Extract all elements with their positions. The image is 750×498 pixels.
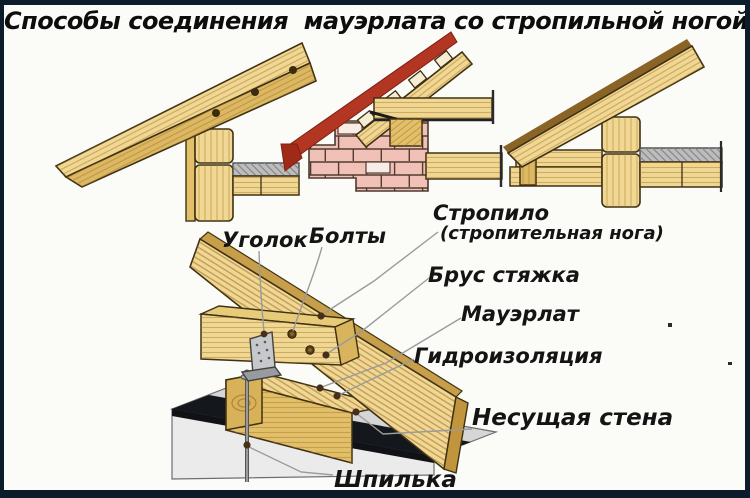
artifact-speck [728,362,732,365]
leader-ugolok [258,250,265,333]
light-brick [337,122,363,135]
rafter-board [54,41,317,188]
diagram-timber-post-joint [503,39,723,208]
floor-planks [232,175,300,196]
label-bolty: Болты [309,224,386,248]
leader-brus [327,277,430,354]
bracket-holes [255,340,271,363]
leader-wall [355,412,473,435]
label-mauerlat: Мауэрлат [461,302,581,326]
rafter-board [503,39,706,168]
leader-dots [243,312,360,449]
lower-beam [425,145,503,187]
light-brick [365,161,391,174]
label-ugolok: Уголок [222,228,308,252]
label-stropilo-sub: (стропительная нога) [440,223,664,244]
label-shpilka: Шпилька [334,467,457,490]
nail-dot [251,88,259,96]
end-grain-rings [231,394,257,412]
nail-dot [212,109,220,117]
diagram-brick-wall-joint [280,31,503,192]
rafter-end-cut [443,395,469,474]
log-wall-post [185,128,234,222]
leader-bolty [292,246,323,332]
wall-post [601,116,641,208]
nail-dot [289,66,297,74]
artifact-speck [668,323,672,327]
mauerlat-beam [225,372,389,464]
label-brus: Брус стяжка [428,263,580,287]
label-gidro: Гидроизоляция [414,344,603,368]
bolts [287,329,315,355]
scene: Уголок Болты Стропило (стропительная ног… [54,31,732,490]
top-beam [373,90,495,124]
tie-beam-bevel [334,317,360,367]
leader-mauerlat [321,317,462,388]
leader-gidro [338,358,415,396]
bracket-flange [240,366,283,382]
floor-planks [639,141,723,192]
ceiling-slab [639,147,723,163]
roof-sheeting-red [280,31,458,172]
ceiling-slab [232,162,300,177]
mauerlat-block [389,118,423,147]
diagram-log-wall-joint [54,41,317,222]
label-stropilo: Стропило [433,201,549,225]
rafter-top-edge [503,39,692,153]
diagram-title: Способы соединения мауэрлата со стропиль… [4,7,749,35]
label-wall: Несущая стена [472,405,673,431]
leader-stropilo [322,231,439,315]
leader-shpilka [246,445,334,476]
leader-lines [246,231,473,476]
end-grain-rings [237,398,251,408]
